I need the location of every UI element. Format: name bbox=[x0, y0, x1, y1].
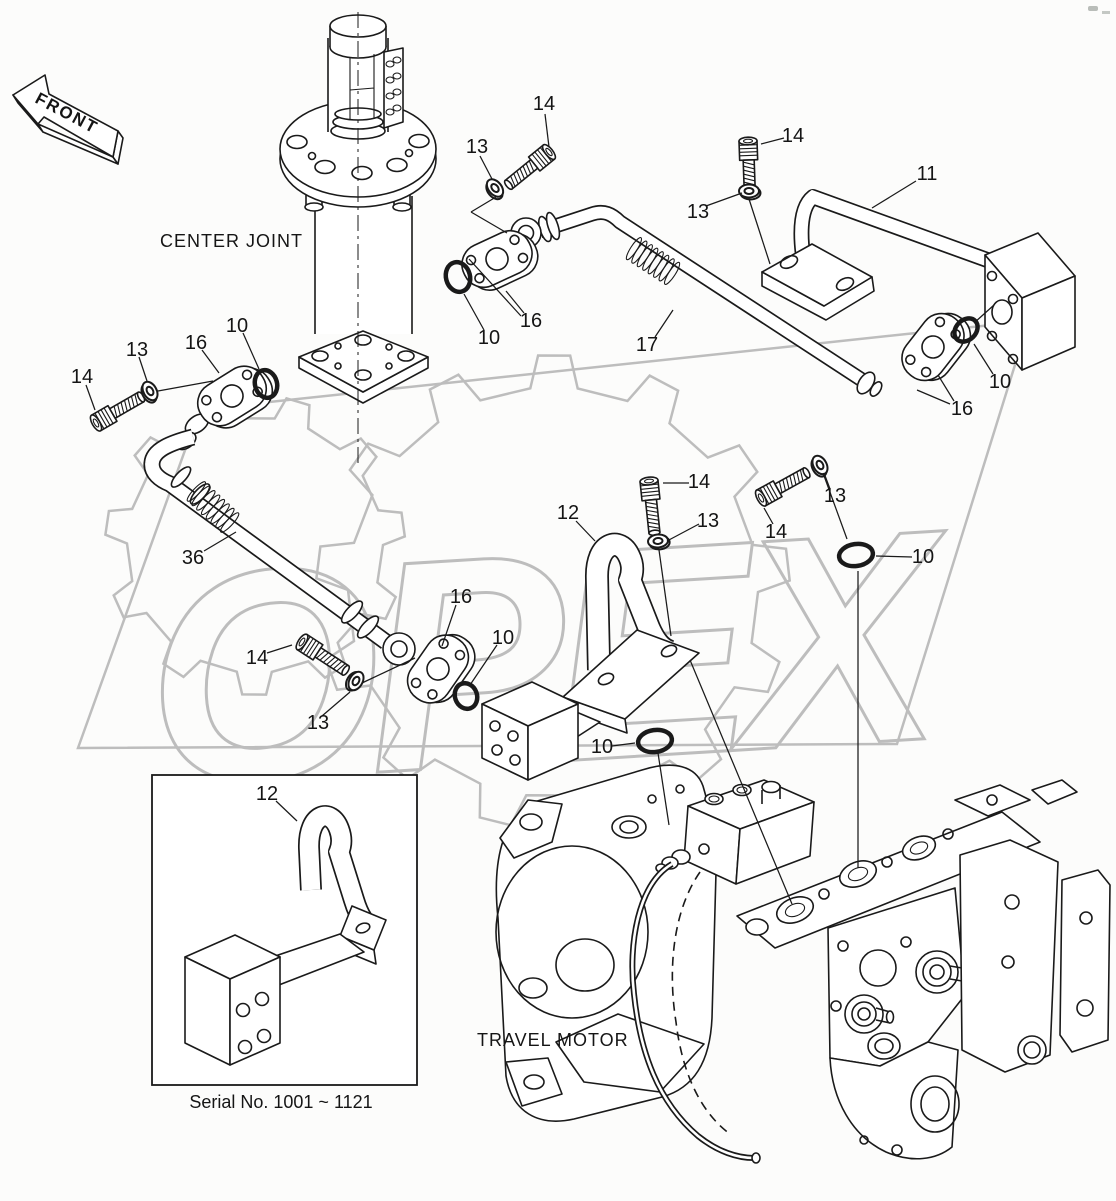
o-ring-10 bbox=[952, 316, 980, 344]
socket-bolt-14 bbox=[639, 476, 661, 537]
washer-13 bbox=[485, 178, 505, 201]
part-callout: 16 bbox=[184, 332, 208, 354]
split-flange-16 bbox=[461, 229, 539, 291]
washer-13 bbox=[344, 670, 365, 692]
part-callout: 14 bbox=[781, 125, 805, 147]
part-callout: 13 bbox=[823, 485, 847, 507]
part-callout: 14 bbox=[687, 471, 711, 493]
o-ring-10 bbox=[836, 541, 876, 569]
part-callout: 14 bbox=[245, 647, 269, 669]
part-callout: 13 bbox=[465, 136, 489, 158]
part-callout: 10 bbox=[590, 736, 614, 758]
split-flange-16 bbox=[901, 312, 972, 382]
socket-bolt-14 bbox=[754, 467, 811, 507]
scan-artifact bbox=[1088, 6, 1098, 11]
part-callout: 16 bbox=[519, 310, 543, 332]
split-flange-16 bbox=[406, 633, 476, 704]
part-callout: 13 bbox=[686, 201, 710, 223]
socket-bolt-14 bbox=[295, 633, 351, 676]
front-direction-arrow: FRONT bbox=[12, 74, 124, 165]
part-callout: 12 bbox=[255, 783, 279, 805]
o-ring-10 bbox=[443, 259, 473, 295]
part-callout: 13 bbox=[125, 339, 149, 361]
washer-13 bbox=[738, 183, 762, 201]
hose-36-drawing bbox=[143, 413, 416, 666]
part-callout: 14 bbox=[532, 93, 556, 115]
part-callout: 16 bbox=[950, 398, 974, 420]
part-callout: 16 bbox=[449, 586, 473, 608]
o-ring-10 bbox=[635, 727, 675, 755]
part-callout: 10 bbox=[225, 315, 249, 337]
center-joint-drawing bbox=[279, 12, 437, 466]
pipe-17-drawing bbox=[510, 204, 883, 397]
pipe-11-drawing bbox=[761, 189, 1076, 371]
scan-artifact bbox=[1102, 11, 1110, 14]
leader-lines bbox=[85, 113, 995, 905]
part-callout: 10 bbox=[491, 627, 515, 649]
o-ring-10 bbox=[452, 680, 480, 712]
part-callout: 13 bbox=[306, 712, 330, 734]
part-callout: 36 bbox=[181, 547, 205, 569]
part-callout: 14 bbox=[70, 366, 94, 388]
center-joint-label: CENTER JOINT bbox=[160, 231, 304, 251]
inset-caption: Serial No. 1001 ~ 1121 bbox=[189, 1092, 373, 1112]
pipe-12-drawing bbox=[481, 532, 700, 781]
part-callout: 14 bbox=[764, 521, 788, 543]
inset-box bbox=[151, 774, 418, 1086]
inset-box-border bbox=[151, 774, 418, 1086]
socket-bolt-14 bbox=[503, 143, 557, 191]
part-callout: 13 bbox=[696, 510, 720, 532]
part-callout: 17 bbox=[635, 334, 659, 356]
part-callout: 10 bbox=[477, 327, 501, 349]
part-callout: 10 bbox=[911, 546, 935, 568]
socket-bolt-14 bbox=[89, 391, 146, 432]
fasteners-and-seals bbox=[89, 136, 980, 755]
washer-13 bbox=[647, 533, 671, 551]
part-callout: 12 bbox=[556, 502, 580, 524]
washer-13 bbox=[140, 380, 159, 404]
part-callout: 11 bbox=[916, 163, 938, 185]
o-ring-10 bbox=[252, 367, 280, 401]
part-callout: 10 bbox=[988, 371, 1012, 393]
travel-motor-drawing bbox=[495, 764, 1111, 1164]
travel-motor-label: TRAVEL MOTOR bbox=[477, 1030, 629, 1050]
